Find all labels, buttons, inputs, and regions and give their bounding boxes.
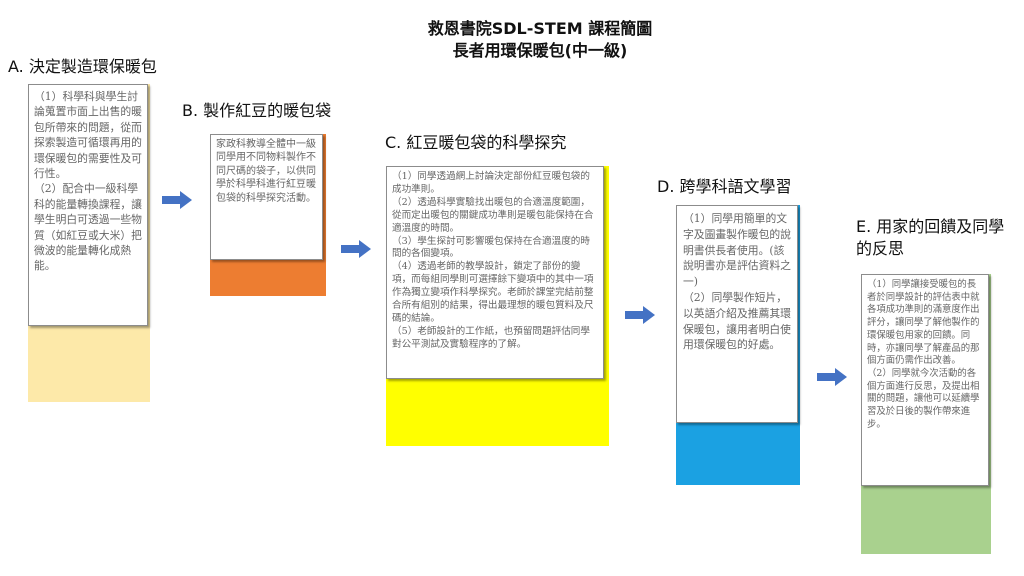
heading-c: C. 紅豆暖包袋的科學探究	[385, 133, 567, 152]
heading-b: B. 製作紅豆的暖包袋	[182, 101, 332, 120]
card-e-paragraph-2: （2）同學就今次活動的各個方面進行反思，及提出相關的問題，讓他可以延續學習及於日…	[867, 367, 980, 430]
card-b-paragraph-1: 家政科教導全體中一級同學用不同物料製作不同尺碼的袋子，以供同學於科學科進行紅豆暖…	[216, 139, 316, 204]
card-c-paragraph-4: （4）透過老師的教學設計，鎖定了部份的變項，而每組同學則可選擇餘下變項中的其中一…	[392, 261, 594, 324]
card-d-paragraph-1: （1）同學用簡單的文字及圖畫製作暖包的說明書供長者使用。(該說明書亦是評估資料之…	[683, 212, 791, 289]
card-e: （1）同學讓接受暖包的長者於同學設計的評估表中就各項成功準則的滿意度作出評分，讓…	[861, 274, 989, 486]
card-c-paragraph-2: （2）透過科學實驗找出暖包的合適溫度範圍，從而定出暖包的關鍵成功準則是暖包能保持…	[392, 196, 594, 234]
title-line-2: 長者用環保暖包(中一級)	[452, 41, 628, 60]
heading-e: E. 用家的回饋及同學的反思	[856, 217, 1005, 258]
arrow-d-to-e	[817, 368, 847, 386]
diagram-title: 救恩書院SDL-STEM 課程簡圖 長者用環保暖包(中一級)	[330, 18, 750, 62]
heading-a: A. 決定製造環保暖包	[8, 57, 157, 76]
card-a-paragraph-2: （2）配合中一級科學科的能量轉換課程，讓學生明白可透過一些物質（如紅豆或大米）把…	[34, 182, 142, 273]
card-c: （1）同學透過網上討論決定部份紅豆暖包袋的成功準則。（2）透過科學實驗找出暖包的…	[386, 166, 604, 379]
arrow-d-to-e-shape	[817, 368, 847, 386]
card-a: （1）科學科與學生討論蒐置市面上出售的暖包所帶來的問題，從而探索製造可循環再用的…	[28, 84, 148, 326]
arrow-b-to-c-shape	[341, 240, 371, 258]
card-d-paragraph-2: （2）同學製作短片，以英語介紹及推薦其環保暖包，讓用者明白使用環保暖包的好處。	[683, 290, 791, 352]
card-b: 家政科教導全體中一級同學用不同物料製作不同尺碼的袋子，以供同學於科學科進行紅豆暖…	[210, 134, 323, 260]
card-d: （1）同學用簡單的文字及圖畫製作暖包的說明書供長者使用。(該說明書亦是評估資料之…	[676, 205, 798, 423]
title-line-1: 救恩書院SDL-STEM 課程簡圖	[427, 19, 653, 38]
arrow-a-to-b	[162, 191, 192, 209]
card-c-paragraph-3: （3）學生探討可影響暖包保持在合適溫度的時間的各個變項。	[392, 235, 590, 260]
arrow-b-to-c	[341, 240, 371, 258]
arrow-c-to-d-shape	[625, 306, 655, 324]
arrow-a-to-b-shape	[162, 191, 192, 209]
card-e-paragraph-1: （1）同學讓接受暖包的長者於同學設計的評估表中就各項成功準則的滿意度作出評分，讓…	[867, 279, 980, 367]
card-a-paragraph-1: （1）科學科與學生討論蒐置市面上出售的暖包所帶來的問題，從而探索製造可循環再用的…	[34, 90, 142, 181]
card-c-paragraph-5: （5）老師設計的工作紙，也預留問題評估同學對公平測試及實驗程序的了解。	[392, 325, 590, 350]
heading-d: D. 跨學科語文學習	[657, 177, 792, 196]
arrow-c-to-d	[625, 306, 655, 324]
card-c-paragraph-1: （1）同學透過網上討論決定部份紅豆暖包袋的成功準則。	[392, 171, 590, 195]
